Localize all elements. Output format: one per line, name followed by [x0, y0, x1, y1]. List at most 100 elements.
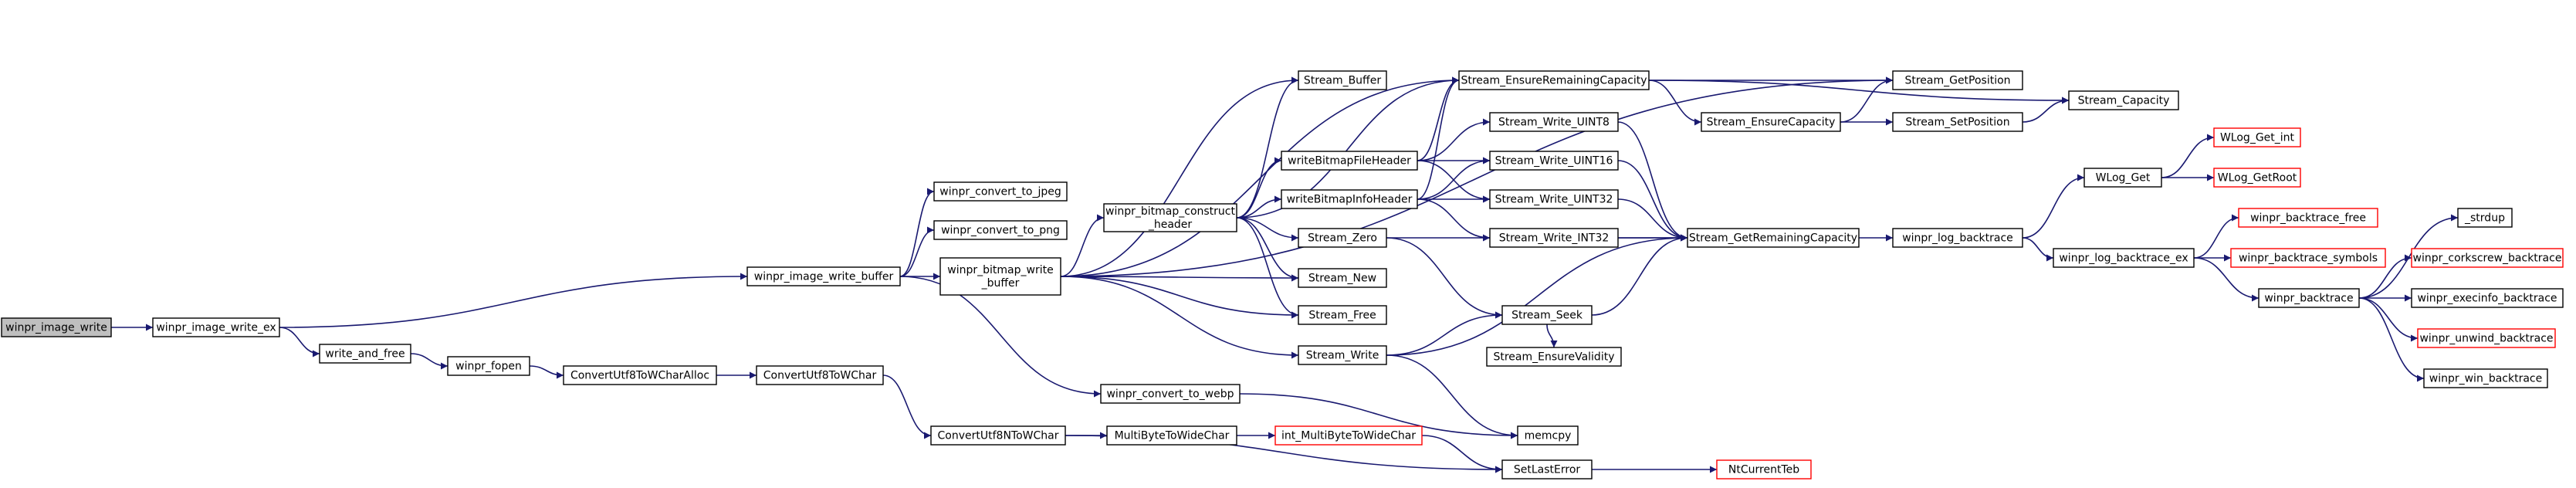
node-winpr-image-write[interactable]: winpr_image_write — [1, 317, 112, 337]
node-stream-write-int32[interactable]: Stream_Write_INT32 — [1489, 228, 1619, 248]
node-label: WLog_Get — [2096, 172, 2151, 185]
node-stream-seek[interactable]: Stream_Seek — [1501, 305, 1593, 325]
node-stream-new[interactable]: Stream_New — [1298, 268, 1387, 288]
node-label: int_MultiByteToWideChar — [1281, 430, 1416, 442]
node-winpr-convert-to-jpeg[interactable]: winpr_convert_to_jpeg — [933, 181, 1068, 202]
edge-stream-ensurecapacity-to-stream-getposition — [1840, 76, 1894, 123]
edge-winpr-convert-to-webp-to-memcpy — [1239, 393, 1518, 439]
edge-stream-write-uint16-to-stream-getremainingcapacity — [1617, 160, 1688, 242]
node-stream-write-uint16[interactable]: Stream_Write_UINT16 — [1489, 151, 1619, 171]
node-winpr-unwind-backtrace[interactable]: winpr_unwind_backtrace — [2417, 328, 2556, 348]
edge-winpr-bitmap-construct-header-to-stream-new — [1236, 217, 1299, 282]
node-label: MultiByteToWideChar — [1115, 430, 1230, 442]
node-write-and-free[interactable]: write_and_free — [319, 344, 411, 364]
node-convertutf8ntowchar[interactable]: ConvertUtf8NToWChar — [930, 425, 1066, 446]
node-label: Stream_EnsureValidity — [1493, 351, 1614, 364]
node-stream-getremainingcapacity[interactable]: Stream_GetRemainingCapacity — [1687, 228, 1860, 248]
node-box — [2258, 288, 2360, 308]
edge-stream-seek-to-stream-ensurevalidity — [1546, 324, 1558, 348]
node-box — [563, 365, 717, 385]
edge-convertutf8towchar-to-convertutf8ntowchar — [882, 374, 932, 439]
node-label: Stream_New — [1308, 273, 1376, 285]
node-stream-setposition[interactable]: Stream_SetPosition — [1892, 112, 2023, 132]
node-winpr-image-write-ex[interactable]: winpr_image_write_ex — [152, 317, 280, 337]
node-box — [1103, 203, 1237, 232]
node-box — [1274, 425, 1423, 446]
node-stream-buffer[interactable]: Stream_Buffer — [1298, 70, 1387, 90]
node-winpr-convert-to-webp[interactable]: winpr_convert_to_webp — [1100, 384, 1241, 404]
node-stream-ensurecapacity[interactable]: Stream_EnsureCapacity — [1701, 112, 1841, 132]
node-writebitmapinfoheader[interactable]: writeBitmapInfoHeader — [1281, 189, 1418, 209]
node-box — [746, 266, 901, 286]
node-winpr-image-write-buffer[interactable]: winpr_image_write_buffer — [746, 266, 901, 286]
node-memcpy[interactable]: memcpy — [1517, 425, 1579, 446]
node-label: Stream_Write_INT32 — [1499, 232, 1610, 245]
node-stream-zero[interactable]: Stream_Zero — [1298, 228, 1387, 248]
node-box — [1281, 189, 1418, 209]
node-box — [933, 220, 1068, 240]
node-winpr-convert-to-png[interactable]: winpr_convert_to_png — [933, 220, 1068, 240]
node-wlog-get-int[interactable]: WLog_Get_int — [2213, 127, 2301, 147]
edge-winpr-bitmap-construct-header-to-writebitmapinfoheader — [1236, 195, 1282, 219]
edge-stream-write-uint32-to-stream-getremainingcapacity — [1617, 198, 1688, 242]
node-label: Stream_Write_UINT16 — [1495, 155, 1613, 168]
node-label: writeBitmapFileHeader — [1288, 155, 1411, 168]
node-stream-free[interactable]: Stream_Free — [1298, 305, 1387, 325]
node-convertutf8towchar[interactable]: ConvertUtf8ToWChar — [756, 365, 884, 385]
edge-wlog-get-to-wlog-get-int — [2161, 134, 2215, 178]
node-wlog-getroot[interactable]: WLog_GetRoot — [2213, 168, 2301, 188]
node-box — [1, 317, 112, 337]
edge-writebitmapinfoheader-to-stream-write-uint16 — [1417, 157, 1491, 200]
node-stream-capacity[interactable]: Stream_Capacity — [2068, 90, 2179, 110]
node-box — [1501, 459, 1593, 480]
node-stream-getposition[interactable]: Stream_GetPosition — [1892, 70, 2023, 90]
node-label: ConvertUtf8ToWCharAlloc — [570, 370, 709, 382]
node-winpr-backtrace-free[interactable]: winpr_backtrace_free — [2238, 208, 2378, 228]
node-winpr-backtrace-symbols[interactable]: winpr_backtrace_symbols — [2230, 248, 2386, 268]
node-winpr-bitmap-write-buffer[interactable]: winpr_bitmap_write_buffer — [939, 257, 1061, 296]
node-setlasterror[interactable]: SetLastError — [1501, 459, 1593, 480]
node-winpr-backtrace[interactable]: winpr_backtrace — [2258, 288, 2360, 308]
node-label: WLog_Get_int — [2220, 132, 2295, 144]
node-box — [1298, 70, 1387, 90]
node-winpr-log-backtrace[interactable]: winpr_log_backtrace — [1892, 228, 2023, 248]
node-winpr-win-backtrace[interactable]: winpr_win_backtrace — [2423, 368, 2548, 388]
edge-stream-write-to-stream-seek — [1386, 311, 1503, 356]
node-box — [1100, 384, 1241, 404]
node-label: NtCurrentTeb — [1728, 464, 1799, 476]
node-winpr-corkscrew-backtrace[interactable]: winpr_corkscrew_backtrace — [2411, 248, 2564, 268]
node-writebitmapfileheader[interactable]: writeBitmapFileHeader — [1281, 151, 1418, 171]
edge-stream-ensureremainingcapacity-to-stream-capacity — [1648, 80, 2070, 104]
edge-stream-zero-to-stream-seek — [1386, 237, 1503, 319]
node-int-multibytetowidechar[interactable]: int_MultiByteToWideChar — [1274, 425, 1423, 446]
edge-winpr-bitmap-write-buffer-to-stream-buffer — [1060, 76, 1299, 277]
node-convertutf8towcharalloc[interactable]: ConvertUtf8ToWCharAlloc — [563, 365, 717, 385]
edge-winpr-backtrace-to-winpr-corkscrew-backtrace — [2358, 254, 2412, 299]
node-winpr-fopen[interactable]: winpr_fopen — [447, 356, 530, 376]
node-box — [2457, 208, 2513, 228]
node-label: winpr_image_write — [5, 322, 107, 334]
node-label: Stream_Free — [1308, 310, 1376, 322]
node-strdup[interactable]: _strdup — [2457, 208, 2513, 228]
node-stream-ensureremainingcapacity[interactable]: Stream_EnsureRemainingCapacity — [1458, 70, 1650, 90]
node-stream-write-uint8[interactable]: Stream_Write_UINT8 — [1489, 112, 1619, 132]
edge-writebitmapinfoheader-to-stream-write-int32 — [1417, 198, 1491, 242]
node-winpr-log-backtrace-ex[interactable]: winpr_log_backtrace_ex — [2053, 248, 2195, 268]
node-box — [1298, 345, 1387, 365]
node-label: winpr_win_backtrace — [2429, 373, 2542, 385]
node-stream-write[interactable]: Stream_Write — [1298, 345, 1387, 365]
edge-winpr-image-write-ex-to-winpr-image-write-buffer — [279, 273, 748, 328]
node-box — [447, 356, 530, 376]
node-box — [2213, 168, 2301, 188]
node-wlog-get[interactable]: WLog_Get — [2083, 168, 2162, 188]
node-label: Stream_Seek — [1511, 310, 1583, 322]
node-stream-write-uint32[interactable]: Stream_Write_UINT32 — [1489, 189, 1619, 209]
node-stream-ensurevalidity[interactable]: Stream_EnsureValidity — [1486, 347, 1622, 367]
node-box — [1701, 112, 1841, 132]
node-winpr-bitmap-construct-header[interactable]: winpr_bitmap_construct_header — [1103, 203, 1237, 232]
node-ntcurrentteb[interactable]: NtCurrentTeb — [1716, 459, 1812, 480]
node-multibytetowidechar[interactable]: MultiByteToWideChar — [1106, 425, 1237, 446]
node-winpr-execinfo-backtrace[interactable]: winpr_execinfo_backtrace — [2411, 288, 2564, 308]
node-box — [2417, 328, 2556, 348]
